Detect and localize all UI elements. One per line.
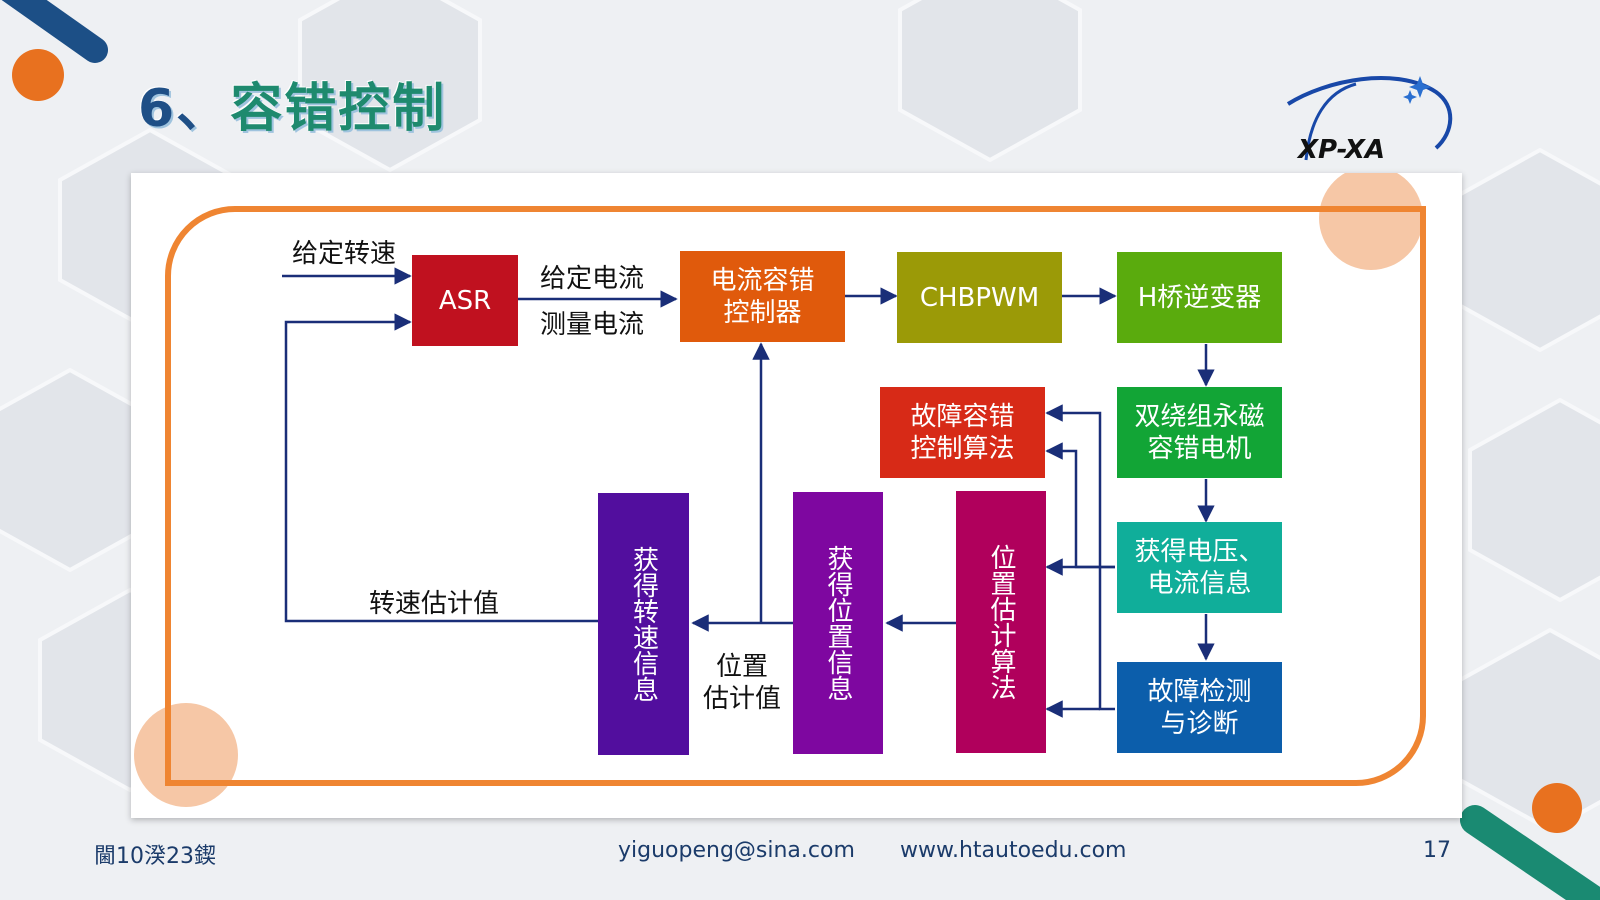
logo-text: XP-XA	[1296, 135, 1385, 165]
block-h-bridge-inverter: H桥逆变器	[1117, 252, 1282, 343]
label-measured-current: 测量电流	[540, 310, 645, 340]
label-given-speed: 给定转速	[292, 239, 397, 269]
block-chbpwm: CHBPWM	[897, 252, 1062, 343]
footer-website[interactable]: www.htautoedu.com	[900, 838, 1127, 863]
slide-title-text: 容错控制	[230, 79, 447, 139]
block-get-speed-info: 获得转速信息	[598, 493, 689, 755]
footer-page-number: 17	[1423, 838, 1451, 863]
slide-title-number: 6、	[138, 79, 231, 139]
block-asr: ASR	[412, 255, 518, 346]
orange-frame	[165, 206, 1426, 786]
slide-title: 6、容错控制	[138, 66, 446, 141]
footer-date: 閫10湀23鍥	[94, 844, 216, 869]
logo: XP-XA	[1286, 76, 1453, 165]
block-position-estimation-algorithm: 位置估计算法	[956, 491, 1046, 753]
corner-bar-top-left	[1, 0, 108, 63]
corner-circle-top-left	[12, 49, 64, 101]
block-fault-detection: 故障检测 与诊断	[1117, 662, 1282, 753]
footer-email[interactable]: yiguopeng@sina.com	[618, 838, 855, 863]
block-pm-motor: 双绕组永磁 容错电机	[1117, 387, 1282, 478]
corner-circle-bottom-right	[1532, 783, 1582, 833]
block-voltage-current-info: 获得电压、 电流信息	[1117, 522, 1282, 613]
block-current-controller: 电流容错 控制器	[680, 251, 845, 342]
arrow-speed-feedback	[284, 313, 598, 623]
label-speed-estimate: 转速估计值	[369, 589, 500, 619]
label-position-estimate: 位置 估计值	[703, 652, 782, 714]
arrow-vi-to-fault-algo	[1045, 442, 1115, 569]
block-fault-tolerant-algorithm: 故障容错 控制算法	[880, 387, 1045, 478]
arrow-fault-to-fault-algo	[1045, 404, 1115, 711]
corner-bar-bottom-right	[1460, 805, 1600, 900]
label-given-current: 给定电流	[540, 264, 645, 294]
block-get-position-info: 获得位置信息	[793, 492, 883, 754]
